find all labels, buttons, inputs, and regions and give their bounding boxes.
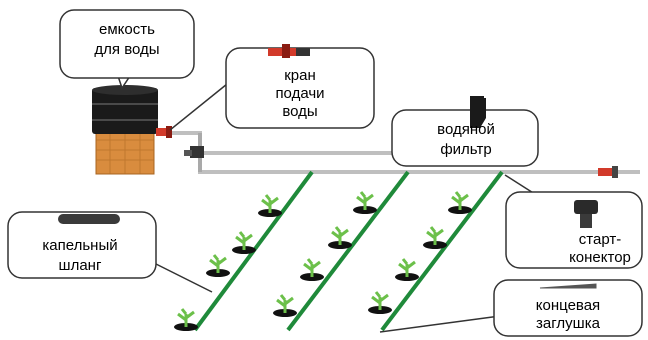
end-cap-icon — [539, 283, 597, 289]
plant — [353, 191, 377, 214]
plant — [232, 231, 256, 254]
callout-end-cap: концевая заглушка — [379, 279, 643, 337]
label-water-filter-line1: водяной — [437, 121, 495, 138]
label-start-connector-line1: старт- — [579, 231, 621, 248]
plant — [395, 258, 419, 281]
drip-hose-line — [380, 170, 504, 332]
label-end-cap-line2: заглушка — [536, 315, 601, 332]
tank-barrel — [92, 88, 158, 134]
plant — [174, 308, 198, 331]
label-water-tap-line2: подачи — [275, 85, 324, 102]
plant — [448, 191, 472, 214]
end-valve — [598, 166, 618, 178]
label-water-tank-line2: для воды — [94, 41, 159, 58]
callout-box — [505, 191, 643, 269]
callout-water-tap: кран подачи воды — [169, 44, 375, 131]
drip-hose-line — [286, 170, 410, 332]
callout-drip-hose: капельный шланг — [7, 211, 213, 293]
tap-valve — [156, 126, 172, 138]
label-start-connector-line2: конектор — [569, 249, 631, 266]
label-water-filter-line2: фильтр — [440, 141, 491, 158]
plant — [258, 194, 282, 217]
callout-box — [7, 211, 157, 279]
water-tank — [92, 85, 158, 175]
callout-start-connector: старт- конектор — [504, 174, 643, 269]
plants — [174, 191, 472, 331]
plant — [368, 291, 392, 314]
plant — [300, 258, 324, 281]
plant — [423, 226, 447, 249]
callout-water-filter: водяной фильтр — [391, 98, 539, 167]
label-drip-hose-line2: шланг — [59, 257, 102, 274]
riser-valve — [184, 146, 204, 158]
hose-icon — [58, 214, 120, 224]
label-drip-hose-line1: капельный — [42, 237, 117, 254]
label-water-tap-line1: кран — [284, 67, 316, 84]
connector-icon — [574, 200, 598, 228]
filter-icon — [470, 98, 486, 128]
label-water-tap-line3: воды — [282, 103, 317, 120]
plant — [328, 226, 352, 249]
label-end-cap-line1: концевая — [536, 297, 600, 314]
callout-water-tank: емкость для воды — [59, 9, 195, 90]
label-water-tank-line1: емкость — [99, 21, 155, 38]
tap-icon — [268, 44, 310, 58]
callout-box — [391, 109, 539, 167]
callout-box — [493, 279, 643, 337]
callout-box — [59, 9, 195, 79]
plant — [206, 254, 230, 277]
plant — [273, 294, 297, 317]
